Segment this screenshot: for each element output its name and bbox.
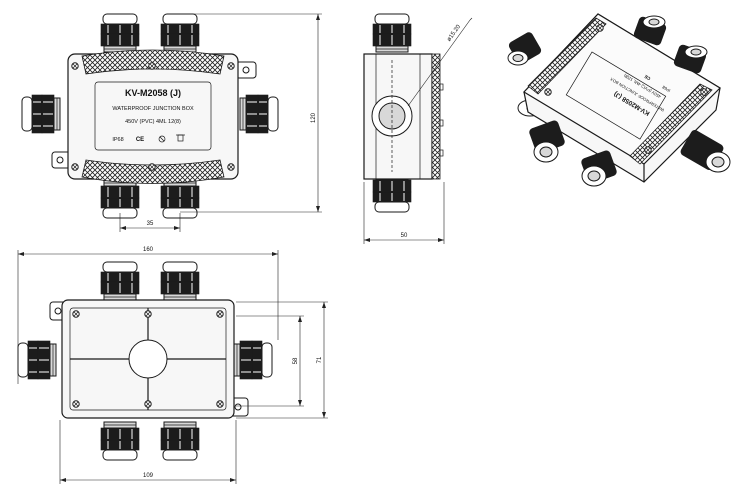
right-gland [239,94,279,134]
iso-gland [507,32,542,66]
plan-left-gland [17,340,57,380]
diameter-dimension: ø15.20 [446,24,462,43]
side-bottom-gland [372,173,412,213]
base-length-dimension: 109 [143,473,154,479]
screw-icon [227,62,235,70]
bottom-gland-left [100,179,140,219]
plan-bottom-gland-left [100,421,140,461]
overall-length-dimension: 160 [143,247,154,253]
pitch-dimension: 35 [147,221,154,227]
bottom-view: 160 109 58 71 [17,247,328,484]
top-gland-right [160,13,200,53]
screw-icon [148,62,156,70]
screw-icon [644,146,652,154]
iso-gland [673,44,708,74]
screw-icon [596,24,604,32]
outer-width-dimension: 71 [317,356,323,363]
screw-icon [71,163,79,171]
plan-bottom-gland-right [160,421,200,461]
screw-icon [700,88,708,96]
iso-gland [633,15,667,46]
inner-width-dimension: 58 [293,357,299,364]
iso-gland [529,120,565,163]
left-gland [21,94,61,134]
screw-icon [148,163,156,171]
screw-icon [544,88,552,96]
recycle-icon [158,135,166,143]
rating-label: 450V (PVC) 4ML 12(8) [125,119,181,125]
screw-icon [144,310,152,318]
side-top-gland [372,13,412,53]
grip-strip-bottom [81,159,225,184]
height-dimension: 120 [311,112,317,123]
screw-icon [216,400,224,408]
grip-strip-top [81,49,225,75]
plan-right-gland [233,340,273,380]
screw-icon [144,400,152,408]
subtitle-label: WATERPROOF JUNCTION BOX [112,106,194,112]
screw-icon [72,400,80,408]
ip-rating-label: IP68 [112,137,123,143]
iso-gland [680,130,731,173]
plan-center-boss [128,339,168,379]
iso-ip-label: IP68 [661,84,672,93]
screw-icon [72,310,80,318]
side-grip [431,53,441,180]
ce-mark: CE [136,137,144,143]
isometric-view: KV-M2058 (J) WATERPROOF JUNCTION BOX 450… [507,13,731,187]
plan-top-gland-right [160,261,200,301]
bin-icon [176,134,185,142]
top-gland-left [100,13,140,53]
screw-icon [71,62,79,70]
depth-dimension: 50 [401,233,408,239]
plan-top-gland-left [100,261,140,301]
side-view: ø15.20 50 [363,13,473,244]
label-plate [94,81,212,151]
screw-icon [216,310,224,318]
screw-icon [227,163,235,171]
model-label: KV-M2058 (J) [125,88,181,98]
iso-ce-mark: CE [643,74,651,82]
front-view: KV-M2058 (J) WATERPROOF JUNCTION BOX 450… [21,13,322,232]
iso-gland [581,150,617,187]
